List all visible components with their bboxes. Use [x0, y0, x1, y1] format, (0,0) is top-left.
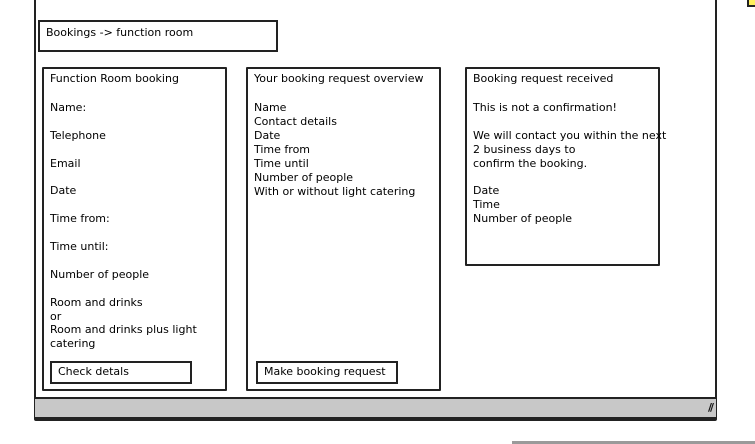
option-catering-line2[interactable]: catering: [50, 337, 96, 350]
option-catering-line1[interactable]: Room and drinks plus light: [50, 323, 197, 336]
breadcrumb-text: Bookings -> function room: [46, 26, 194, 39]
or-text: or: [50, 310, 62, 323]
booking-form-panel: Function Room booking Name: Telephone Em…: [42, 67, 227, 391]
list-item: Date: [473, 184, 500, 197]
date-label[interactable]: Date: [50, 184, 77, 197]
received-summary-list: Date Time Number of people: [473, 184, 572, 226]
list-item: Number of people: [473, 212, 573, 225]
contact-message: We will contact you within the next 2 bu…: [473, 129, 666, 171]
contact-line: confirm the booking.: [473, 157, 588, 170]
check-details-label: Check detals: [58, 365, 129, 378]
make-booking-request-button[interactable]: Make booking request: [256, 361, 398, 384]
option-room-drinks[interactable]: Room and drinks: [50, 296, 143, 309]
email-label[interactable]: Email: [50, 157, 81, 170]
divider: [512, 441, 755, 444]
check-details-button[interactable]: Check detals: [50, 361, 192, 384]
make-booking-request-label: Make booking request: [264, 365, 386, 378]
list-item: Name: [254, 101, 287, 114]
request-received-panel: Booking request received This is not a c…: [465, 67, 666, 266]
contact-line: 2 business days to: [473, 143, 576, 156]
panel-title: Your booking request overview: [254, 72, 424, 85]
list-item: Time until: [254, 157, 309, 170]
people-label[interactable]: Number of people: [50, 268, 150, 281]
resize-handle-icon[interactable]: //: [707, 401, 714, 414]
name-label[interactable]: Name:: [50, 101, 87, 114]
list-item: Number of people: [254, 171, 354, 184]
list-item: Date: [254, 129, 281, 142]
time-from-label[interactable]: Time from:: [50, 212, 110, 225]
breadcrumb: Bookings -> function room: [38, 20, 278, 52]
list-item: Time: [473, 198, 500, 211]
time-until-label[interactable]: Time until:: [50, 240, 109, 253]
list-item: Time from: [254, 143, 311, 156]
panel-title: Function Room booking: [50, 72, 179, 85]
overview-list: Name Contact details Date Time from Time…: [254, 101, 415, 199]
telephone-label[interactable]: Telephone: [50, 129, 106, 142]
contact-line: We will contact you within the next: [473, 129, 667, 142]
list-item: With or without light catering: [254, 185, 416, 198]
overview-panel: Your booking request overview Name Conta…: [246, 67, 441, 391]
status-bar: //: [35, 397, 716, 419]
list-item: Contact details: [254, 115, 337, 128]
corner-accent: [747, 0, 755, 7]
not-confirmation-notice: This is not a confirmation!: [473, 101, 617, 114]
panel-title: Booking request received: [473, 72, 614, 85]
